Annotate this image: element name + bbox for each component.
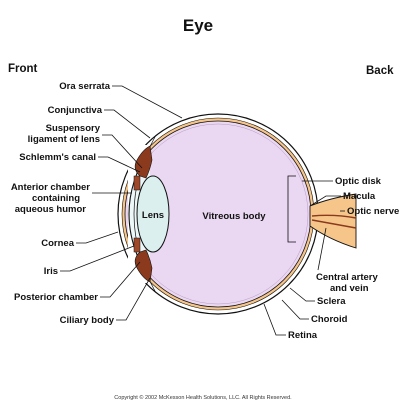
front-label: Front bbox=[8, 63, 38, 75]
central-vessels bbox=[311, 214, 357, 229]
leader-retina bbox=[263, 303, 286, 336]
label-schlemms-canal: Schlemm's canal bbox=[19, 152, 96, 163]
label-sclera: Sclera bbox=[317, 296, 346, 307]
vitreous-body-label: Vitreous body bbox=[202, 211, 266, 222]
copyright-notice: Copyright © 2002 McKesson Health Solutio… bbox=[114, 394, 292, 401]
label-central-1: Central artery bbox=[316, 272, 378, 283]
label-iris: Iris bbox=[44, 266, 58, 277]
leader-macula bbox=[309, 195, 341, 207]
iris-lower bbox=[133, 237, 141, 253]
label-conjunctiva: Conjunctiva bbox=[48, 105, 103, 116]
label-optic-disk: Optic disk bbox=[335, 176, 382, 187]
ciliary-body-lower bbox=[134, 249, 153, 283]
leader-conjunctiva bbox=[104, 109, 151, 139]
optic-disk-bracket bbox=[287, 175, 296, 243]
diagram-title: Eye bbox=[183, 16, 213, 35]
ciliary-body-upper bbox=[134, 145, 153, 179]
label-suspensory-2: ligament of lens bbox=[28, 134, 100, 145]
label-suspensory-1: Suspensory bbox=[46, 123, 101, 134]
optic-nerve bbox=[309, 193, 357, 249]
label-anterior-2: containing bbox=[32, 193, 80, 204]
label-cornea: Cornea bbox=[41, 238, 74, 249]
leader-choroid bbox=[281, 299, 309, 320]
leader-iris bbox=[60, 245, 135, 272]
lens bbox=[136, 175, 170, 253]
label-central-2: and vein bbox=[330, 283, 369, 294]
leader-posterior-chamber bbox=[100, 261, 141, 298]
leader-sclera bbox=[289, 287, 315, 302]
label-retina: Retina bbox=[288, 330, 318, 341]
leader-ciliary-body bbox=[116, 277, 151, 321]
leader-cornea bbox=[76, 231, 119, 244]
leader-central-artery bbox=[317, 227, 327, 271]
back-label: Back bbox=[366, 65, 394, 77]
label-ora-serrata: Ora serrata bbox=[59, 81, 110, 92]
label-macula: Macula bbox=[343, 191, 376, 202]
label-choroid: Choroid bbox=[311, 314, 348, 325]
lens-label: Lens bbox=[142, 210, 164, 221]
label-ciliary-body: Ciliary body bbox=[60, 315, 115, 326]
leader-suspensory bbox=[102, 134, 143, 169]
iris-upper bbox=[133, 175, 141, 191]
label-anterior-1: Anterior chamber bbox=[11, 182, 90, 193]
label-posterior-chamber: Posterior chamber bbox=[14, 292, 98, 303]
leader-schlemms-canal bbox=[98, 156, 141, 173]
label-anterior-3: aqueous humor bbox=[15, 204, 87, 215]
leader-ora-serrata bbox=[112, 85, 183, 119]
label-optic-nerve: Optic nerve bbox=[347, 206, 399, 217]
